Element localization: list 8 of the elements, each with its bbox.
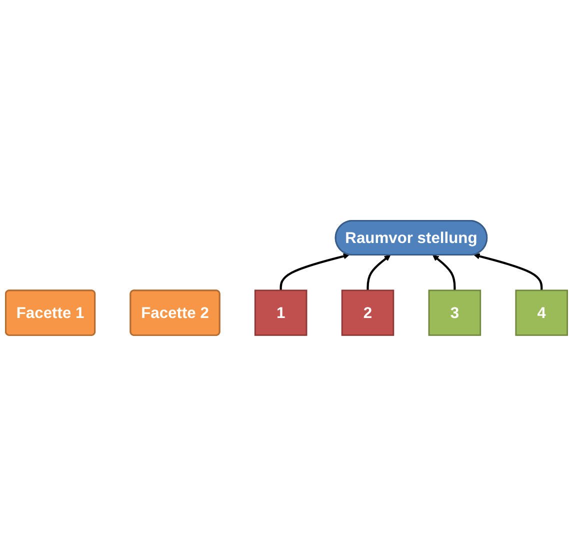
arrow: [366, 254, 391, 290]
arrow: [474, 252, 543, 290]
node-box: 3: [428, 289, 482, 336]
arrow: [280, 252, 350, 290]
node-box: 2: [341, 289, 394, 336]
arrow: [432, 254, 456, 290]
node-box: 4: [515, 289, 568, 336]
node-box: 1: [254, 289, 308, 336]
